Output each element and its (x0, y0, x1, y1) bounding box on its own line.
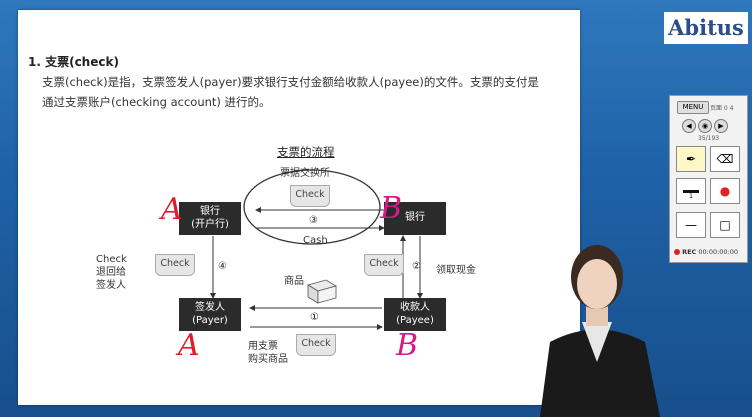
page-indicator: 页面 0 4 (710, 105, 734, 112)
control-panel: MENU 页面 0 4 ◀ ◉ ▶ 35/193 ✒ ⌫ 1 ● — □ REC… (669, 95, 748, 263)
clearing-house-ellipse (243, 169, 381, 245)
presenter-video (540, 245, 660, 417)
goods-box-icon (306, 279, 338, 304)
step-2-label: ② (412, 261, 421, 272)
home-icon[interactable]: ◉ (698, 119, 712, 133)
thickness-line-icon (683, 189, 699, 193)
return-note-line-1: Check (96, 254, 127, 265)
page-count: 35/193 (698, 135, 720, 142)
rectangle-tool-icon: □ (719, 218, 731, 232)
buy-note-line-2: 购买商品 (248, 354, 288, 365)
check-paper-payment: Check (296, 334, 336, 356)
buy-note-line-1: 用支票 (248, 341, 278, 352)
payer-sublabel: (Payer) (192, 315, 228, 326)
eraser-icon: ⌫ (716, 152, 734, 166)
payee-label: 收款人 (400, 302, 430, 313)
paragraph-line-1: 支票(check)是指，支票签发人(payer)要求银行支付金额给收款人(pay… (42, 75, 539, 89)
withdraw-cash-note: 领取现金 (436, 265, 476, 276)
line-tool-button[interactable]: — (676, 212, 706, 238)
return-check-note: Check 退回给 签发人 (96, 253, 127, 292)
flow-diagram-lines (210, 169, 423, 330)
handwritten-a-payer: A (178, 328, 200, 363)
handwritten-a-bank: A (161, 192, 183, 227)
check-paper-returned: Check (155, 254, 195, 276)
next-page-icon[interactable]: ▶ (714, 119, 728, 133)
step-3-label: ③ (309, 215, 318, 226)
goods-label: 商品 (284, 276, 304, 287)
bank-issuer-label: 银行 (200, 206, 220, 217)
step-1-label: ① (310, 312, 319, 323)
menu-button[interactable]: MENU (677, 101, 709, 114)
rectangle-tool-button[interactable]: □ (710, 212, 740, 238)
check-paper-clearing: Check (290, 185, 330, 207)
pen-icon: ✒ (685, 152, 697, 166)
payer-label: 签发人 (195, 302, 225, 313)
slide: 1. 支票(check) 支票(check)是指，支票签发人(payer)要求银… (18, 10, 580, 405)
handwritten-b-payee: B (396, 328, 419, 363)
return-note-line-3: 签发人 (96, 280, 126, 291)
line-tool-icon: — (685, 218, 697, 232)
bank-issuer-box: 银行 (开户行) (179, 202, 241, 235)
payee-sublabel: (Payee) (396, 315, 434, 326)
payer-box: 签发人 (Payer) (179, 298, 241, 331)
handwritten-b-bank: B (380, 191, 403, 226)
bank-right-box: 银行 (384, 202, 446, 235)
cash-label: Cash (303, 235, 328, 246)
color-palette-icon: ● (719, 184, 731, 198)
rec-label: REC (682, 248, 697, 256)
rec-time: 00:00:00:00 (698, 248, 739, 256)
check-paper-deposited: Check (364, 254, 404, 276)
clearing-house-label: 票据交换所 (280, 168, 330, 179)
record-dot-icon (674, 249, 680, 255)
slide-heading: 1. 支票(check) (28, 55, 119, 69)
pen-tool-button[interactable]: ✒ (676, 146, 706, 172)
bank-issuer-sublabel: (开户行) (191, 219, 229, 230)
payee-box: 收款人 (Payee) (384, 298, 446, 331)
paragraph-line-2: 通过支票账户(checking account) 进行的。 (42, 95, 271, 109)
flow-title: 支票的流程 (277, 145, 335, 159)
eraser-tool-button[interactable]: ⌫ (710, 146, 740, 172)
record-status: REC 00:00:00:00 (674, 248, 738, 256)
bank-right-label: 银行 (405, 212, 425, 223)
buy-goods-note: 用支票 购买商品 (248, 340, 288, 366)
color-picker-button[interactable]: ● (710, 178, 740, 204)
thickness-value: 1 (689, 193, 693, 200)
return-note-line-2: 退回给 (96, 267, 126, 278)
step-4-label: ④ (218, 261, 227, 272)
prev-page-icon[interactable]: ◀ (682, 119, 696, 133)
line-thickness-button[interactable]: 1 (676, 178, 706, 204)
abitus-logo: Abitus (664, 12, 748, 44)
